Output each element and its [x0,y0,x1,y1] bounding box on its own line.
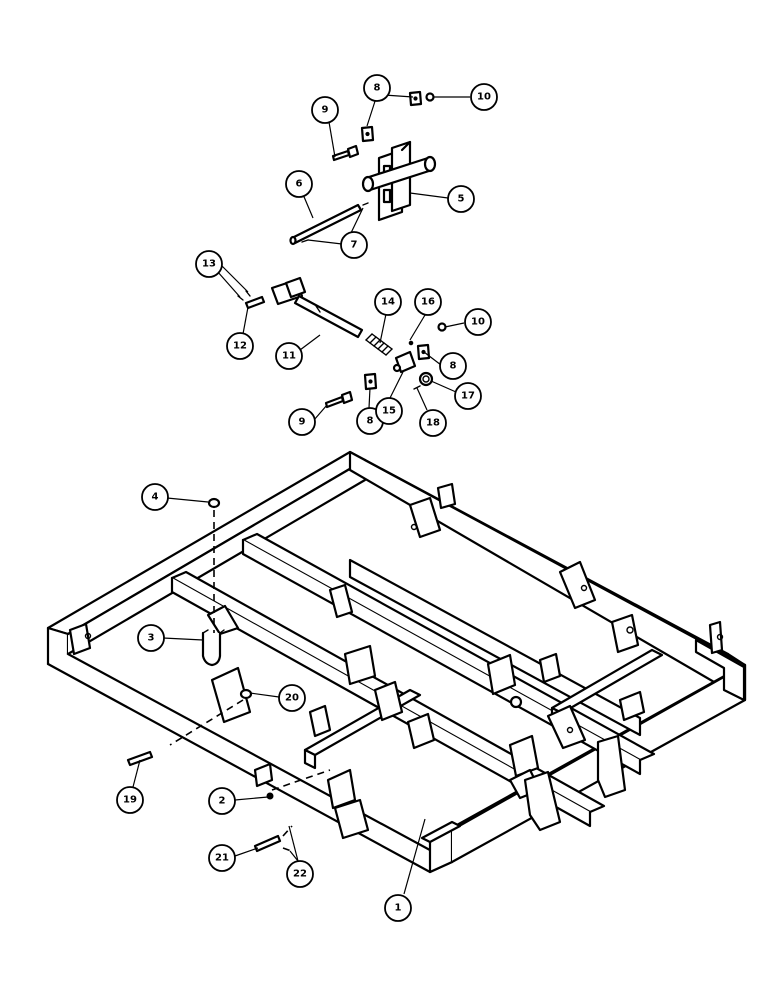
callout-10-right: 10 [464,308,492,336]
svg-text:12: 12 [233,341,247,352]
callout-14: 14 [374,288,402,316]
middle-rod-assembly [237,276,447,409]
callout-3: 3 [137,624,165,652]
svg-text:18: 18 [426,418,440,429]
callout-11: 11 [275,342,303,370]
upper-bracket-assembly [289,90,437,246]
svg-text:13: 13 [202,259,216,270]
callout-9-lower: 9 [288,408,316,436]
svg-text:17: 17 [461,391,475,402]
svg-text:6: 6 [296,179,303,190]
main-frame [46,450,747,874]
svg-text:8: 8 [374,83,381,94]
callout-10-top: 10 [470,83,498,111]
callout-2: 2 [208,787,236,815]
svg-text:9: 9 [299,417,306,428]
svg-text:9: 9 [322,105,329,116]
callout-1: 1 [384,894,412,922]
svg-text:20: 20 [285,693,299,704]
callout-8-right: 8 [439,352,467,380]
svg-text:7: 7 [351,240,358,251]
svg-text:10: 10 [477,92,491,103]
svg-text:19: 19 [123,795,137,806]
callout-18: 18 [419,409,447,437]
svg-text:11: 11 [282,351,296,362]
callout-22: 22 [286,860,314,888]
callout-16: 16 [414,288,442,316]
callout-9-top: 9 [311,96,339,124]
callout-7: 7 [340,231,368,259]
frame-hardware [126,497,331,853]
callout-6: 6 [285,170,313,198]
svg-text:15: 15 [382,406,396,417]
callout-15: 15 [375,397,403,425]
svg-text:14: 14 [381,297,395,308]
svg-text:2: 2 [219,796,226,807]
svg-text:16: 16 [421,297,435,308]
callout-12: 12 [226,332,254,360]
svg-text:5: 5 [458,194,465,205]
svg-text:8: 8 [367,416,374,427]
callout-4: 4 [141,483,169,511]
svg-text:22: 22 [293,869,307,880]
callout-20: 20 [278,684,306,712]
svg-text:3: 3 [148,633,155,644]
leader-lines [132,94,470,895]
svg-text:8: 8 [450,361,457,372]
callout-8-top: 8 [363,74,391,102]
callout-17: 17 [454,382,482,410]
svg-text:1: 1 [395,903,402,914]
callout-5: 5 [447,185,475,213]
callout-13: 13 [195,250,223,278]
svg-text:10: 10 [471,317,485,328]
callout-21: 21 [208,844,236,872]
svg-text:4: 4 [152,492,159,503]
callout-19: 19 [116,786,144,814]
svg-text:21: 21 [215,853,229,864]
